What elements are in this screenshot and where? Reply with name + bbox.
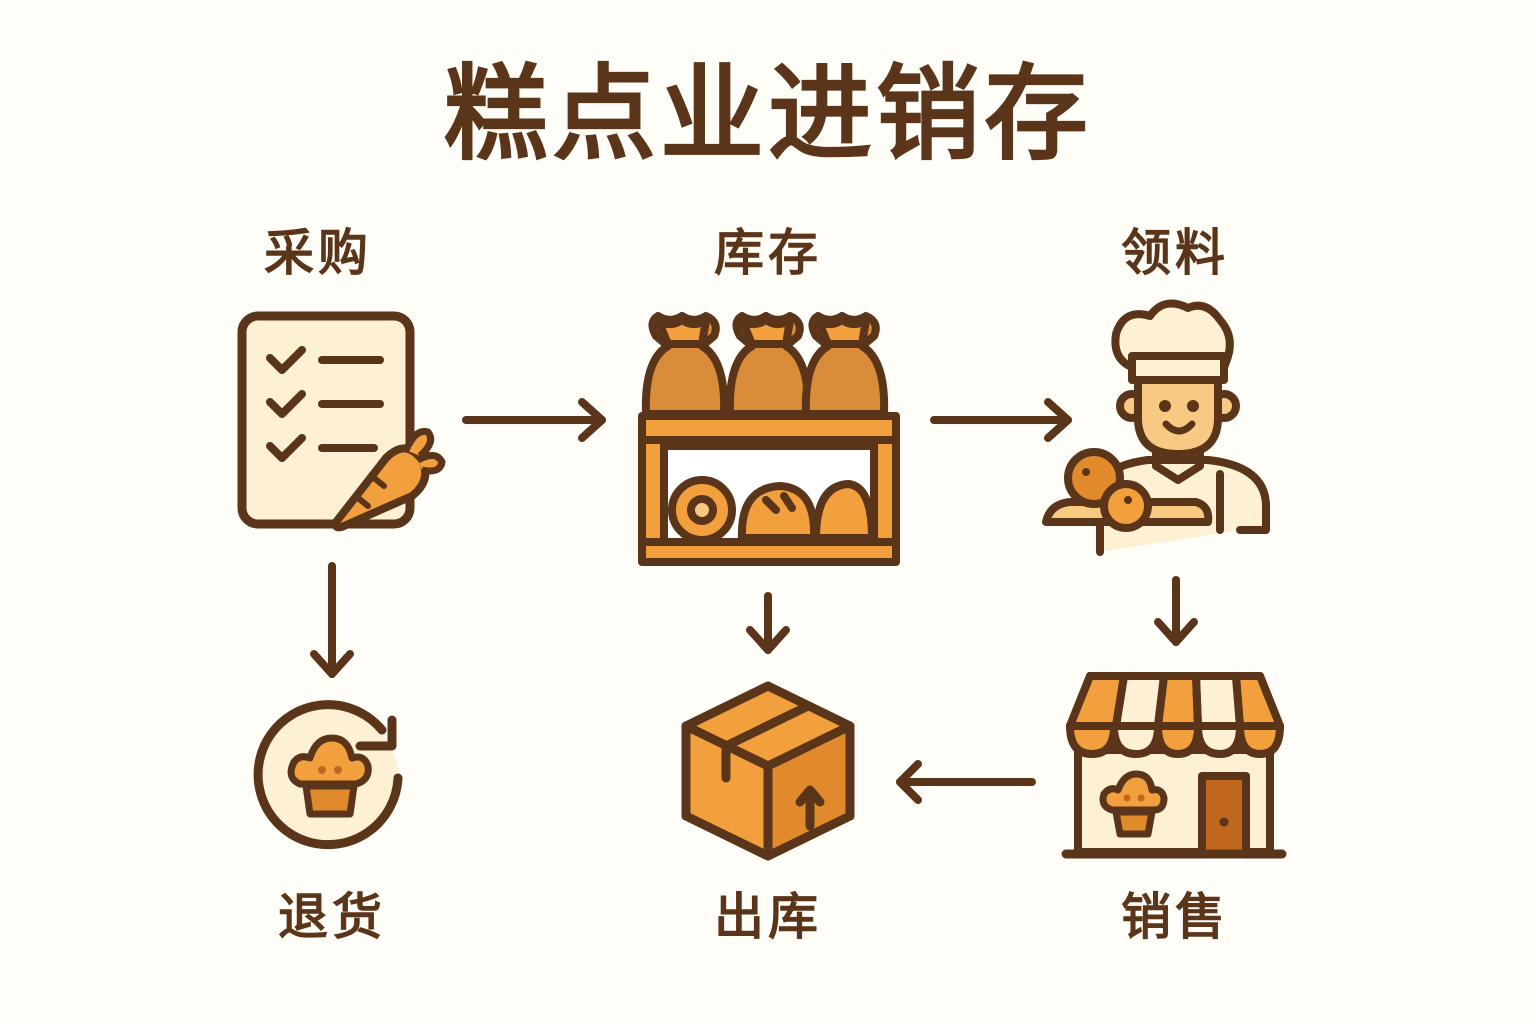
arrow-requisition-to-sales (1154, 576, 1198, 646)
arrow-purchase-to-return (310, 562, 354, 678)
node-label-outbound: 出库 (714, 888, 822, 946)
node-label-return: 退货 (278, 888, 386, 946)
arrow-sales-to-outbound (896, 760, 1036, 804)
diagram-title: 糕点业进销存 (443, 53, 1092, 175)
bag-icon (641, 312, 729, 418)
shelf-bags-bread-icon (638, 312, 900, 566)
bag-icon (725, 312, 813, 418)
node-label-sales: 销售 (1121, 888, 1229, 946)
node-label-requisition: 领料 (1121, 224, 1229, 282)
shop-icon (1061, 672, 1287, 859)
box-icon (681, 681, 855, 861)
muffin-return-icon (253, 700, 403, 850)
arrow-purchase-to-inventory (462, 398, 606, 442)
bag-icon (801, 312, 889, 418)
arrow-inventory-to-outbound (746, 592, 790, 654)
node-label-purchase: 采购 (264, 224, 372, 282)
carrot-icon (331, 427, 446, 532)
muffin-icon (287, 734, 372, 818)
checklist-carrot-icon (237, 311, 446, 532)
node-label-inventory: 库存 (714, 224, 822, 282)
chef-icon (1042, 299, 1270, 556)
arrow-inventory-to-requisition (930, 398, 1072, 442)
